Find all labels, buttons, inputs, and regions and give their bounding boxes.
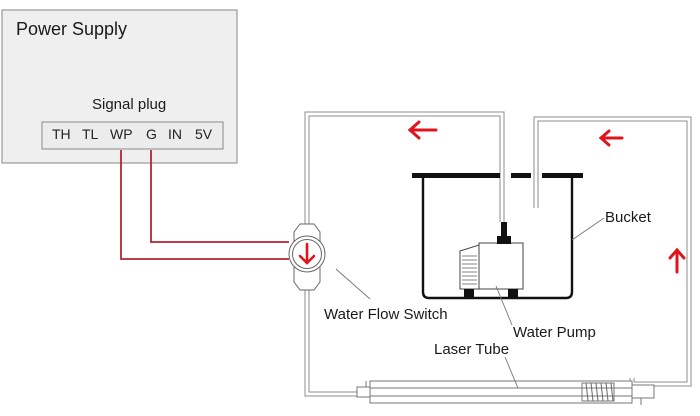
pin-wp: WP — [110, 126, 133, 142]
water-pump-label: Water Pump — [513, 324, 596, 341]
bucket-label: Bucket — [605, 209, 651, 226]
wire-wp — [120, 150, 289, 260]
arrow-left-icon-1 — [407, 120, 438, 140]
signal-wires — [120, 150, 289, 260]
bucket-lid-right — [542, 173, 583, 178]
laser-tube — [356, 380, 655, 405]
signal-plug-label: Signal plug — [92, 96, 167, 113]
laser-tube-label: Laser Tube — [434, 341, 510, 358]
arrow-left-icon-2 — [598, 129, 624, 147]
arrow-up-icon — [668, 247, 686, 274]
power-supply-label: Power Supply — [16, 19, 128, 39]
signal-plug-box — [41, 121, 224, 150]
bucket-lid-left — [412, 173, 500, 178]
pin-th: TH — [52, 126, 71, 142]
water-flow-switch-label: Water Flow Switch — [324, 306, 448, 323]
pin-in: IN — [168, 126, 182, 142]
leader-lines — [335, 217, 605, 389]
pin-g: G — [146, 126, 157, 142]
pin-5v: 5V — [195, 126, 213, 142]
hoses — [304, 111, 692, 397]
water-pump — [459, 222, 524, 297]
bucket — [412, 173, 583, 300]
wire-g — [150, 150, 289, 243]
bucket-lid-mid — [511, 173, 531, 178]
pin-tl: TL — [82, 126, 99, 142]
flow-switch-arrow-icon — [298, 242, 316, 265]
